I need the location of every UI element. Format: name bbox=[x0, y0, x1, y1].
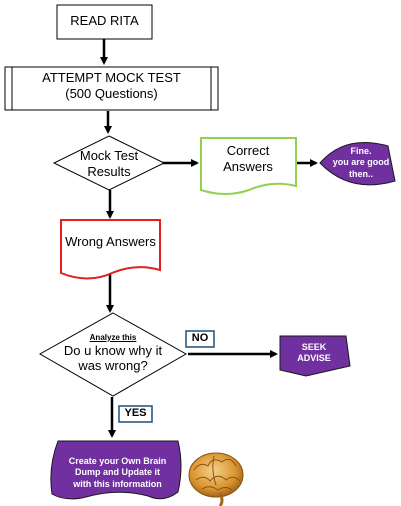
results-line2: Results bbox=[87, 163, 131, 179]
analyze-small: Analyze this bbox=[89, 333, 137, 342]
node-attempt-mock-test bbox=[4, 66, 219, 111]
label-no: NO bbox=[191, 332, 209, 344]
node-correct-answers bbox=[200, 137, 297, 195]
mock-test-label: ATTEMPT MOCK TEST (500 Questions) bbox=[12, 70, 211, 101]
node-brain-dump bbox=[50, 440, 182, 500]
results-line1: Mock Test bbox=[79, 148, 139, 163]
dump-label: Create your Own Brain Dump and Update it… bbox=[55, 456, 180, 490]
node-read-rita bbox=[56, 4, 153, 40]
node-fine bbox=[319, 142, 396, 186]
seek-line2: ADVISE bbox=[297, 353, 331, 364]
node-mock-test-results bbox=[52, 135, 166, 191]
node-analyze bbox=[38, 312, 188, 397]
read-rita-label: READ RITA bbox=[70, 13, 139, 28]
analyze-label: Analyze this Do u know why it was wrong? bbox=[50, 333, 176, 374]
correct-line1: Correct bbox=[226, 143, 270, 158]
node-seek-advise bbox=[279, 335, 351, 377]
analyze-line2: was wrong? bbox=[78, 358, 148, 374]
node-wrong-answers bbox=[60, 219, 161, 280]
dump-line1: Create your Own Brain bbox=[68, 456, 167, 466]
analyze-line1: Do u know why it bbox=[63, 342, 163, 358]
correct-line2: Answers bbox=[223, 158, 273, 174]
correct-label: Correct Answers bbox=[203, 143, 293, 174]
brain-icon bbox=[188, 452, 244, 506]
seek-line1: SEEK bbox=[301, 342, 327, 352]
seek-label: SEEK ADVISE bbox=[282, 342, 346, 365]
mock-test-line2: (500 Questions) bbox=[65, 85, 158, 101]
label-box-yes bbox=[118, 405, 153, 423]
mock-test-line1: ATTEMPT MOCK TEST bbox=[42, 70, 181, 85]
label-yes: YES bbox=[124, 407, 147, 419]
label-box-no bbox=[185, 330, 215, 348]
dump-line3: with this information bbox=[73, 478, 162, 489]
wrong-label: Wrong Answers bbox=[65, 234, 156, 249]
results-label: Mock Test Results bbox=[64, 148, 154, 179]
fine-line2: you are good bbox=[332, 157, 390, 168]
fine-line1: Fine. bbox=[350, 146, 372, 156]
dump-line2: Dump and Update it bbox=[75, 467, 160, 478]
fine-line3: then.. bbox=[349, 168, 373, 179]
fine-label: Fine. you are good then.. bbox=[328, 146, 394, 180]
